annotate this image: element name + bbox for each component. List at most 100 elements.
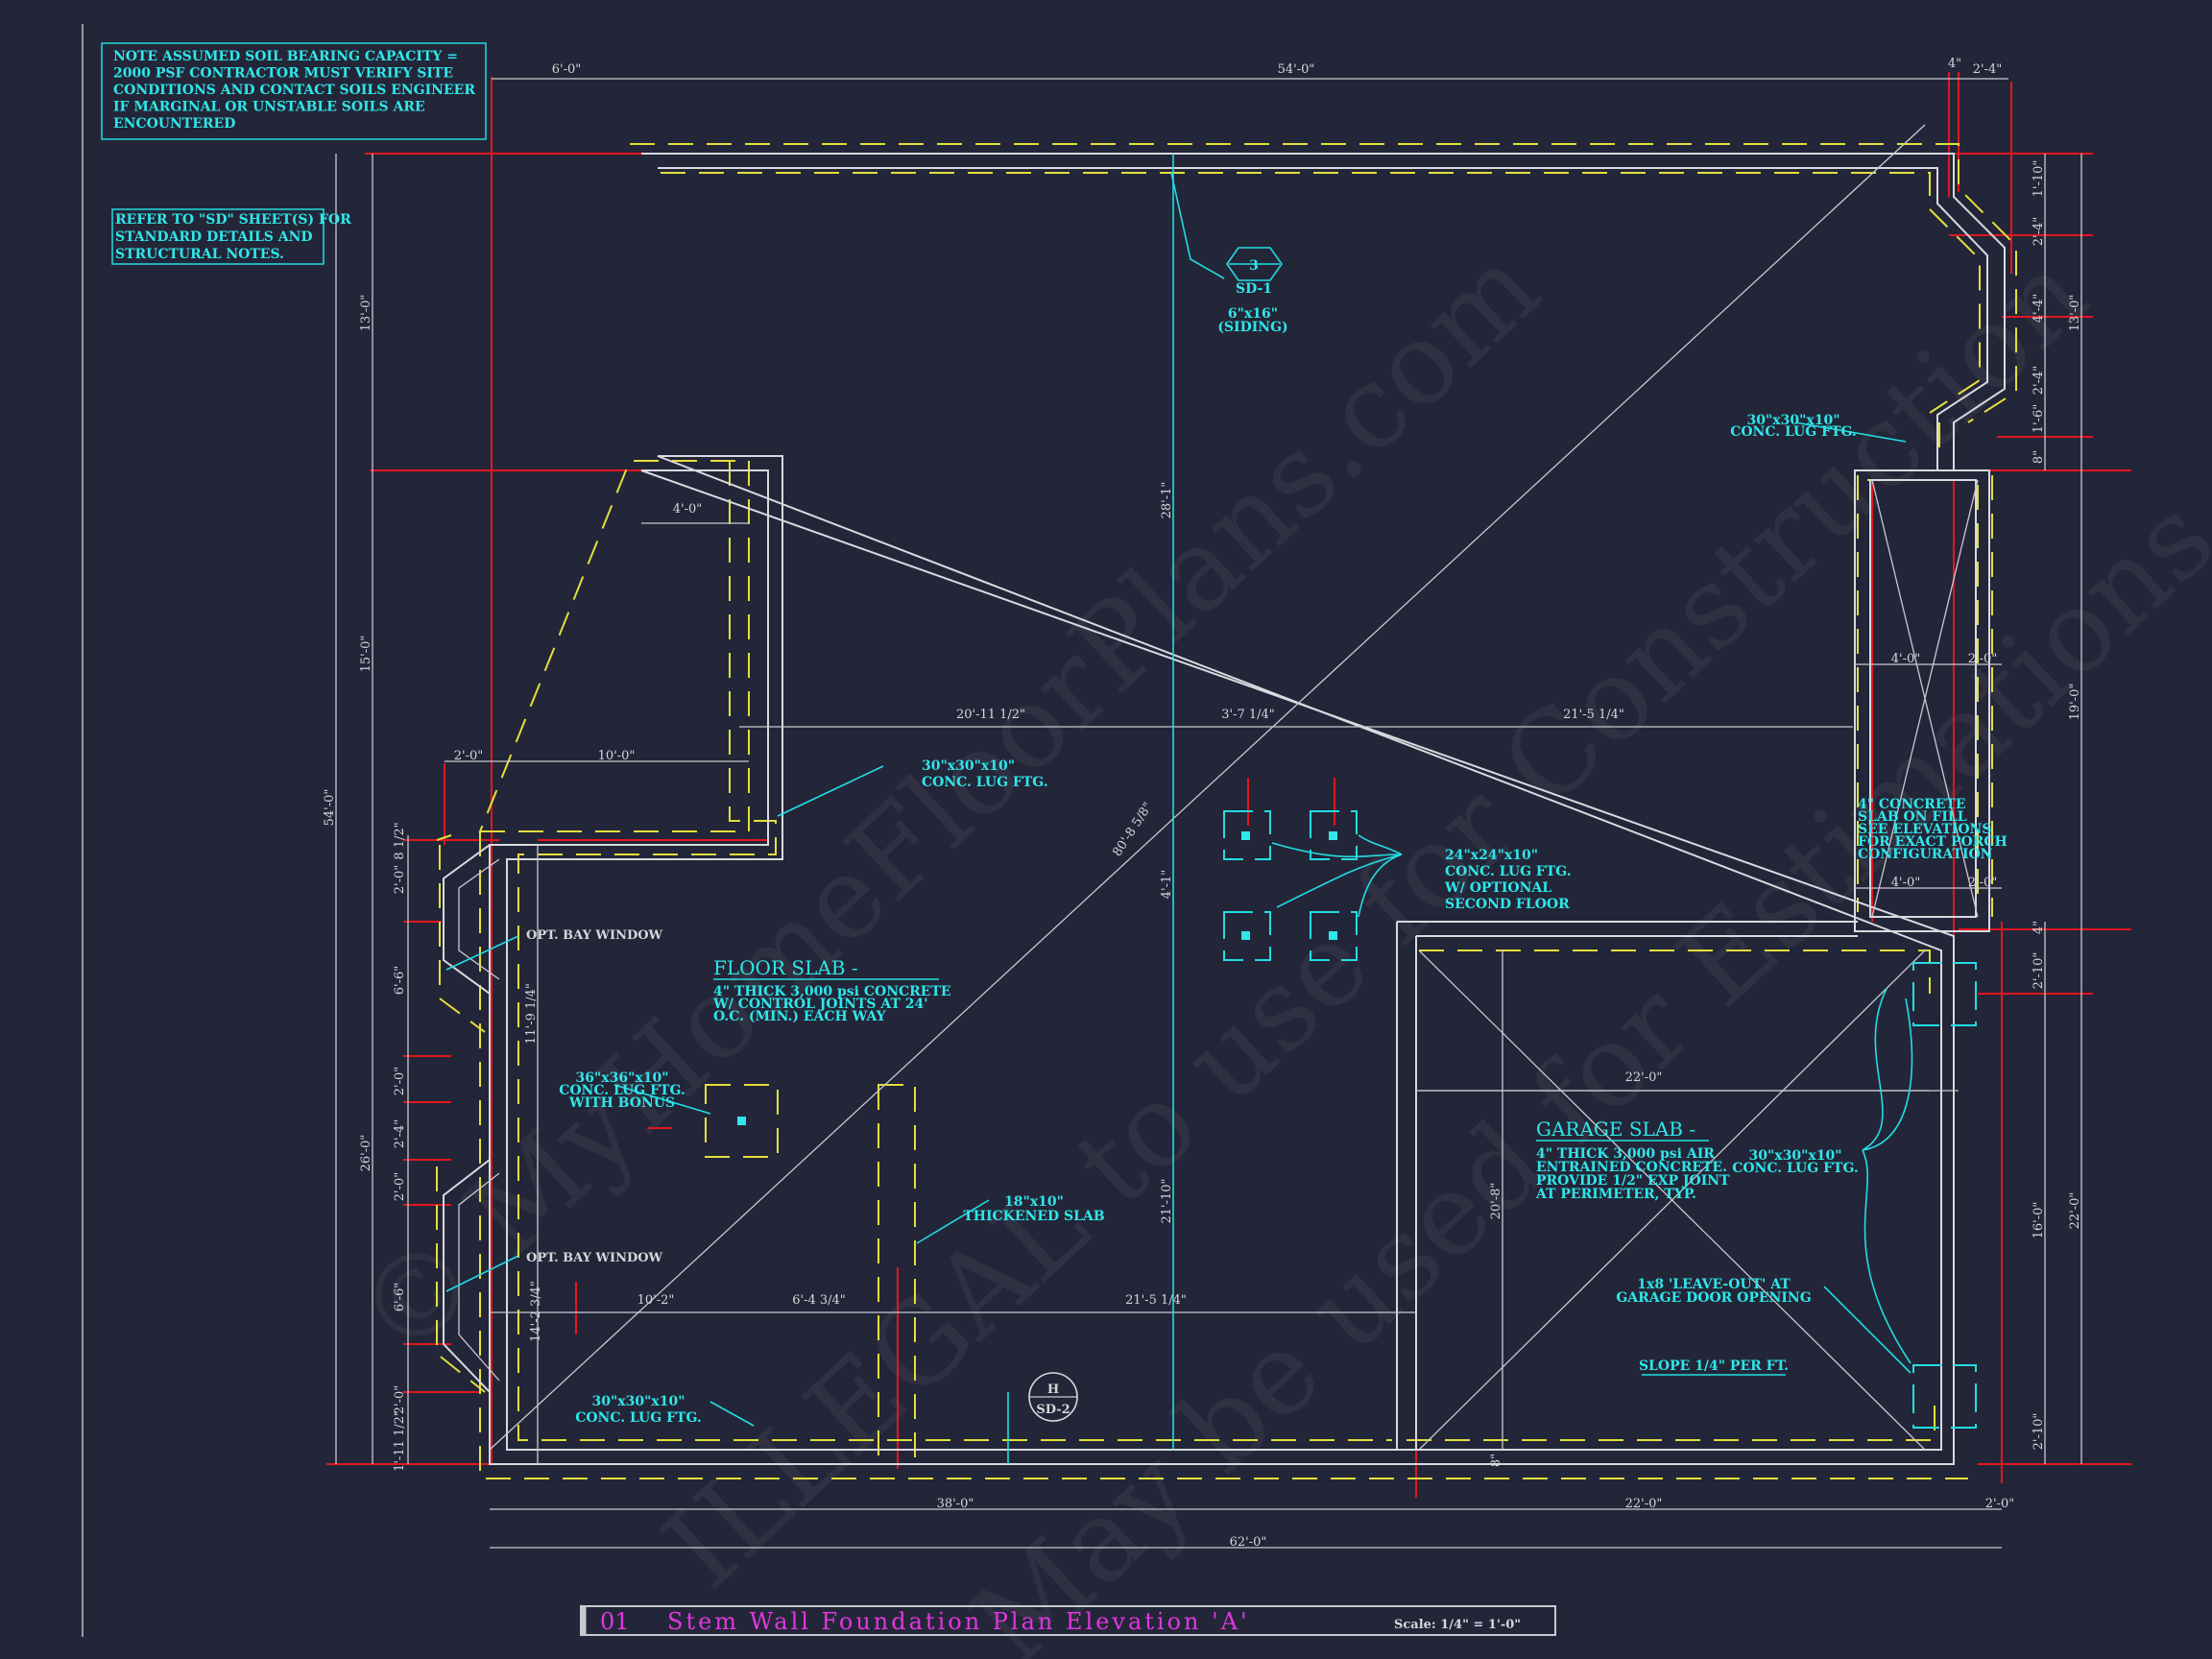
label: SEE ELEVATIONS xyxy=(1858,822,1991,837)
label: IF MARGINAL OR UNSTABLE SOILS ARE xyxy=(113,100,425,115)
dimension-label: 2'-4" xyxy=(1973,62,2003,77)
label: 4" THICK 3,000 psi CONCRETE xyxy=(713,984,951,999)
label: SECOND FLOOR xyxy=(1445,897,1570,912)
label: SLAB ON FILL xyxy=(1858,809,1967,825)
dimension-label: 28'-1" xyxy=(1160,482,1174,519)
label: REFER TO "SD" SHEET(S) FOR xyxy=(115,212,351,228)
dimension-label: 4'-0" xyxy=(673,502,703,517)
label: WITH BONUS xyxy=(568,1095,675,1111)
label: CONC. LUG FTG. xyxy=(559,1083,685,1098)
dimension-label: 2'-0" xyxy=(393,1385,407,1415)
label: AT PERIMETER, TYP. xyxy=(1535,1187,1696,1202)
dimension-label: 2'-4" xyxy=(393,1119,407,1149)
dimension-label: 54'-0" xyxy=(323,789,337,827)
label: 6"x16" xyxy=(1228,306,1278,322)
dimension-label: 2'-0" xyxy=(1968,652,1998,666)
label: 1x8 'LEAVE-OUT' AT xyxy=(1637,1277,1791,1292)
label: 30"x30"x10" xyxy=(591,1394,685,1409)
dimension-label: 22'-0" xyxy=(1625,1497,1663,1511)
label: 36"x36"x10" xyxy=(575,1070,668,1086)
dimension-label: 11'-9 1/4" xyxy=(524,983,539,1045)
detail-sheet: SD-1 xyxy=(1236,281,1272,297)
label: THICKENED SLAB xyxy=(963,1209,1104,1224)
bay-window-label: OPT. BAY WINDOW xyxy=(526,928,663,943)
dimension-label: 1'-6" xyxy=(2032,404,2046,434)
detail-marker-sd1 xyxy=(1226,247,1283,281)
sd-note-box xyxy=(111,208,325,265)
dimension-label: 38'-0" xyxy=(937,1497,974,1511)
label: 30"x30"x10" xyxy=(922,758,1015,774)
dimension-label: 22'-0" xyxy=(1625,1070,1663,1085)
dimension-label: 2'-4" xyxy=(2032,217,2046,247)
dimension-label: 22'-0" xyxy=(2068,1192,2082,1230)
label: ENCOUNTERED xyxy=(113,116,235,132)
dimension-label: 80'-8 5/8" xyxy=(1110,800,1155,859)
detail-marker-sd2 xyxy=(1028,1372,1078,1422)
dimension-label: 2'-0" xyxy=(1968,876,1998,890)
label: 4" THICK 3,000 psi AIR xyxy=(1536,1146,1715,1162)
dimension-label: 1'-10" xyxy=(2032,160,2046,198)
dimension-label: 6'-6" xyxy=(393,966,407,996)
dimension-label: 13'-0" xyxy=(2068,295,2082,332)
dimension-label: 2'-10" xyxy=(2032,952,2046,990)
label: FOR EXACT PORCH xyxy=(1858,834,2008,850)
garage-slab-title: GARAGE SLAB - xyxy=(1536,1118,1695,1141)
dimension-label: 4'-4" xyxy=(2032,294,2046,324)
lug-footings xyxy=(445,172,1977,1464)
dimension-label: 2'-0" xyxy=(1985,1497,2015,1511)
dimension-label: 21'-5 1/4" xyxy=(1563,708,1624,722)
label: STANDARD DETAILS AND xyxy=(115,229,313,245)
drawing-scale: Scale: 1/4" = 1'-0" xyxy=(1394,1618,1521,1632)
dimension-label: 8" xyxy=(1489,1454,1503,1467)
label: PROVIDE 1/2" EXP JOINT xyxy=(1536,1173,1730,1189)
dimension-label: 2'-4" xyxy=(2032,366,2046,396)
dimension-label: 21'-10" xyxy=(1160,1178,1174,1223)
label: CONC. LUG FTG. xyxy=(1732,1161,1859,1176)
drawing-title: Stem Wall Foundation Plan Elevation 'A' xyxy=(667,1608,1250,1635)
label: 4" CONCRETE xyxy=(1858,797,1966,812)
label: CONC. LUG FTG. xyxy=(1730,424,1857,440)
dimension-label: 10'-2" xyxy=(637,1293,675,1308)
dimension-label: 2'-0" xyxy=(393,1067,407,1096)
dimension-label: 10'-0" xyxy=(598,749,636,763)
dimension-label: 62'-0" xyxy=(1230,1535,1267,1550)
label: CONC. LUG FTG. xyxy=(922,775,1048,790)
bay-window-label: OPT. BAY WINDOW xyxy=(526,1251,663,1265)
label: W/ CONTROL JOINTS AT 24' xyxy=(712,997,928,1012)
label: CONC. LUG FTG. xyxy=(575,1410,702,1426)
slope-note: SLOPE 1/4" PER FT. xyxy=(1639,1358,1789,1374)
dimension-label: 20'-8" xyxy=(1489,1183,1503,1220)
label: W/ OPTIONAL xyxy=(1444,880,1551,896)
dimension-label: 2'-0" xyxy=(393,1172,407,1202)
label: (SIDING) xyxy=(1217,320,1287,335)
drawing-number: 01 xyxy=(600,1608,630,1635)
floor-slab-title: FLOOR SLAB - xyxy=(713,956,858,979)
soil-note-box xyxy=(101,42,487,140)
dimension-label: 1'-11 1/2" xyxy=(393,1410,407,1472)
label: 24"x24"x10" xyxy=(1445,848,1538,863)
dimension-label: 8" xyxy=(2032,450,2046,464)
label: 30"x30"x10" xyxy=(1748,1148,1841,1164)
detail-sheet: SD-2 xyxy=(1036,1403,1070,1417)
dimension-label: 2'-0" xyxy=(454,749,484,763)
detail-number: 3 xyxy=(1249,258,1259,274)
dimension-label: 4" xyxy=(2032,921,2046,934)
dimension-label: 13'-0" xyxy=(359,295,373,332)
stem-walls xyxy=(443,124,2006,1465)
dimension-label: 54'-0" xyxy=(1278,62,1315,77)
dimension-label: 19'-0" xyxy=(2068,684,2082,721)
dimension-label: 16'-0" xyxy=(2032,1202,2046,1239)
dimension-label: 4'-0" xyxy=(1891,652,1921,666)
label: STRUCTURAL NOTES. xyxy=(115,247,284,262)
label: NOTE ASSUMED SOIL BEARING CAPACITY = xyxy=(113,49,458,64)
dimension-label: 4'-0" xyxy=(1891,876,1921,890)
dimension-label: 26'-0" xyxy=(359,1135,373,1172)
label: 18"x10" xyxy=(1004,1194,1064,1210)
dimension-label: 4" xyxy=(1948,57,1961,71)
dimension-label: 14'-2 3/4" xyxy=(529,1281,543,1342)
label: GARAGE DOOR OPENING xyxy=(1616,1290,1811,1306)
label: 30"x30"x10" xyxy=(1746,413,1839,428)
detail-number: H xyxy=(1047,1382,1059,1397)
title-block xyxy=(580,1605,1556,1636)
